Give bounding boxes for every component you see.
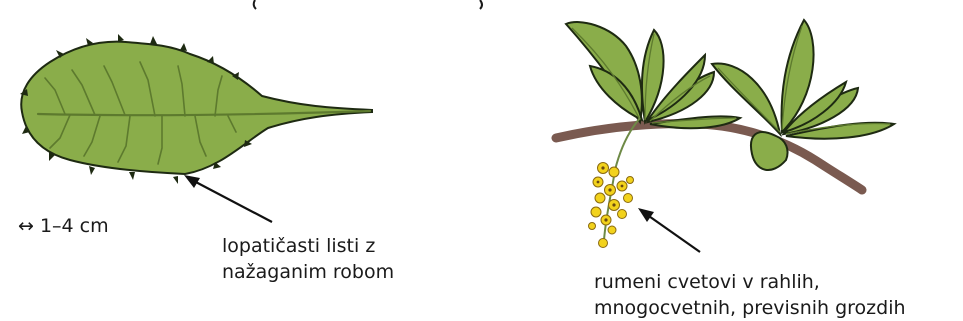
yellow-flowers — [589, 163, 634, 248]
leaf-blade — [21, 42, 372, 174]
cropped-title-bracket-right — [480, 0, 482, 9]
spatulate-leaf — [20, 34, 372, 184]
size-indicator: ↔ 1–4 cm — [18, 214, 109, 239]
leaf-label-line1: lopatičasti listi z — [222, 234, 375, 259]
flower-pointer-arrow — [638, 208, 700, 252]
leaf-label-line2: nažaganim robom — [222, 260, 394, 285]
flower-label-line1: rumeni cvetovi v rahlih, — [594, 270, 820, 295]
leaf-pointer-arrow — [184, 175, 272, 222]
branch-illustration — [556, 20, 894, 248]
leaf-cluster-right — [712, 20, 894, 170]
flower-label-line2: mnogocvetnih, previsnih grozdih — [594, 296, 906, 321]
cropped-title-bracket-left — [254, 0, 256, 9]
